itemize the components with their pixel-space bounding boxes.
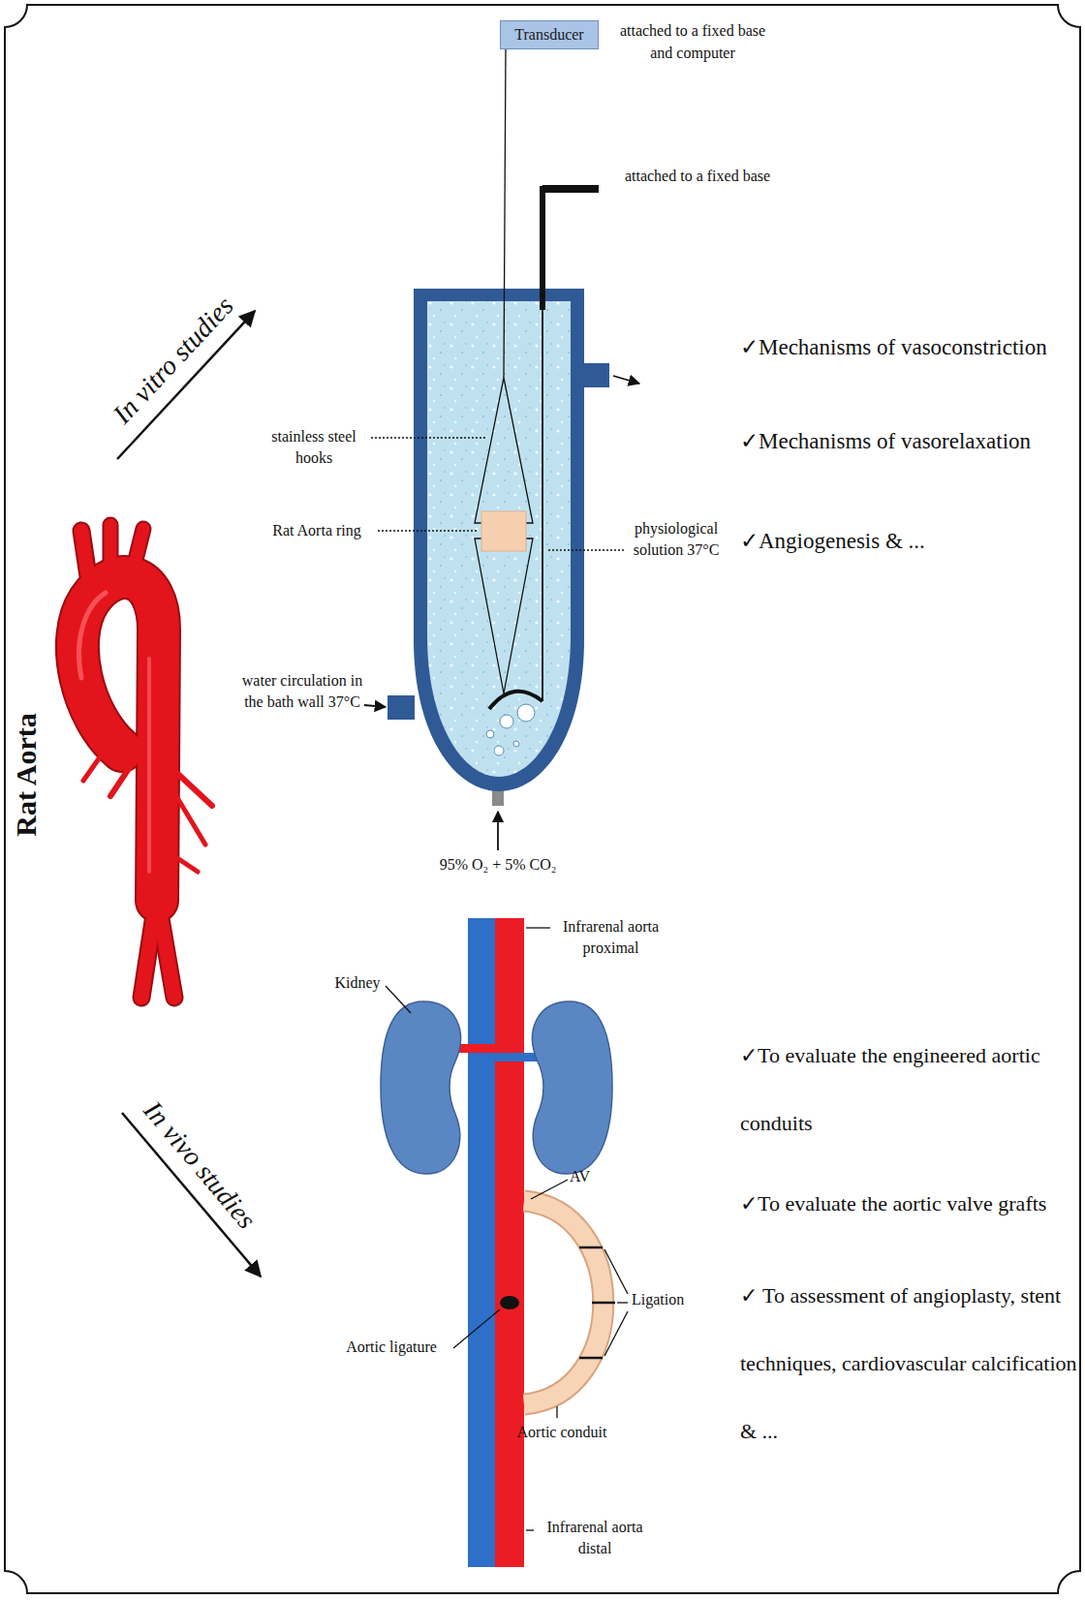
part-label: stainless steel hooks	[259, 426, 369, 468]
part-label: water circulation in the bath wall 37°C	[240, 670, 365, 713]
leader-lines-part	[385, 986, 411, 1014]
annotation: attached to a fixed base	[620, 164, 775, 187]
hook-assembly-part	[539, 186, 546, 310]
list-item: ✓Mechanisms of vasoconstriction	[740, 332, 1080, 363]
aorta-illustration-part	[79, 592, 106, 679]
in-vivo-model-part-part	[579, 1246, 603, 1250]
list-item: ✓ To assessment of angioplasty, stent te…	[740, 1262, 1080, 1466]
part-label: AV	[569, 1166, 599, 1188]
organ-bath-part	[413, 288, 585, 792]
aorta-illustration-part-part	[81, 530, 92, 596]
organ-bath	[387, 288, 610, 806]
leader-lines-part	[453, 1309, 500, 1349]
kidney-right	[532, 1001, 613, 1175]
leader-lines-part	[613, 375, 640, 384]
part-label: Rat Aorta ring	[259, 520, 374, 542]
organ-bath-part	[387, 695, 415, 720]
organ-bath-part	[513, 741, 520, 747]
leader-lines-part	[377, 529, 479, 531]
leader-lines-part	[526, 927, 551, 929]
aorta-illustration-part	[77, 525, 175, 998]
hook-assembly-part	[503, 48, 506, 378]
leader-lines	[364, 375, 640, 851]
list-item: ✓Angiogenesis & ...	[740, 526, 1080, 557]
aorta-illustration-part	[147, 658, 152, 872]
hook-assembly-part	[474, 377, 533, 524]
organ-bath-part	[427, 301, 571, 777]
aorta-illustration-part-part	[81, 530, 92, 596]
part-label: Ligation	[631, 1289, 710, 1311]
hook-assembly-part	[541, 310, 544, 702]
list-item: ✓Mechanisms of vasorelaxation	[740, 426, 1080, 457]
frame-border	[4, 4, 1081, 1594]
hook-assembly-part	[542, 185, 599, 193]
aorta-ring	[481, 511, 527, 552]
aorta-illustration-part-part	[168, 852, 198, 872]
organ-bath-part	[584, 363, 610, 388]
in-vivo-model-part	[524, 1201, 604, 1405]
leader-lines-part	[556, 1406, 558, 1419]
aorta-illustration-part-part	[77, 577, 159, 901]
leader-lines-part	[604, 1311, 628, 1357]
organ-bath-part	[494, 745, 504, 756]
organ-bath-part	[492, 789, 504, 806]
part-label: physiological solution 37°C	[627, 518, 725, 560]
organ-bath-part	[499, 714, 514, 729]
aorta-illustration-part-part	[104, 525, 118, 582]
section-label: In vitro studies	[106, 290, 240, 431]
list-item: ✓To evaluate the aortic valve grafts	[740, 1170, 1080, 1239]
leader-lines-part	[530, 1179, 568, 1200]
gas-label: 95% O₂ + 5% CO₂	[410, 854, 586, 876]
aorta-illustration-part-part	[83, 747, 107, 781]
aorta-illustration-part-part	[156, 896, 175, 998]
aorta-illustration	[77, 525, 213, 998]
aorta-illustration-part	[77, 525, 213, 998]
leader-lines-part	[548, 549, 626, 551]
in-vivo-model	[380, 918, 616, 1568]
leader-lines-part	[604, 1249, 628, 1295]
in-vivo-model-part	[579, 1247, 616, 1359]
in-vivo-model-part	[467, 918, 496, 1568]
hook-assembly-part	[489, 691, 543, 710]
hook-assembly-part	[474, 538, 533, 694]
part-label: Infrarenal aorta distal	[532, 1517, 657, 1559]
part-label: Aortic ligature	[325, 1336, 458, 1359]
in-vivo-model-part	[524, 1201, 604, 1405]
leader-lines-part	[617, 1302, 628, 1303]
aorta-illustration-part-part	[102, 525, 120, 582]
aorta-illustration-part-part	[129, 528, 144, 584]
in-vivo-model-part-part	[579, 1357, 603, 1361]
organ-bath-part	[517, 704, 535, 722]
aorta-illustration-part-part	[170, 786, 206, 845]
hook-assembly	[474, 48, 599, 710]
organ-bath-part	[486, 730, 495, 739]
box-label: Transducer	[509, 24, 589, 46]
leader-lines-part	[371, 436, 487, 438]
figure-title: Rat Aorta	[9, 713, 44, 837]
in-vivo-model-part	[495, 918, 525, 1568]
section-label: In vivo studies	[137, 1095, 263, 1236]
leader-lines	[385, 928, 628, 1531]
organ-bath-part	[427, 301, 571, 777]
leader-lines-part	[496, 811, 499, 851]
list-item: ✓To evaluate the engineered aortic condu…	[740, 1022, 1080, 1158]
part-label: Infrarenal aorta proximal	[550, 916, 672, 959]
leader-lines-part	[526, 1529, 534, 1531]
in-vivo-model-part	[499, 1296, 520, 1310]
kidney-left	[380, 1001, 461, 1175]
in-vivo-model-part-part	[591, 1302, 616, 1305]
annotation: attached to a fixed base and computer	[616, 19, 770, 64]
aorta-illustration-part-part	[77, 577, 159, 901]
leader-lines-part	[364, 705, 386, 708]
aorta-illustration-part-part	[168, 765, 213, 806]
transducer-box: Transducer	[499, 20, 599, 50]
part-label: Kidney	[329, 972, 386, 994]
part-label: Aortic conduit	[501, 1422, 622, 1444]
aorta-illustration-part-part	[110, 741, 148, 797]
